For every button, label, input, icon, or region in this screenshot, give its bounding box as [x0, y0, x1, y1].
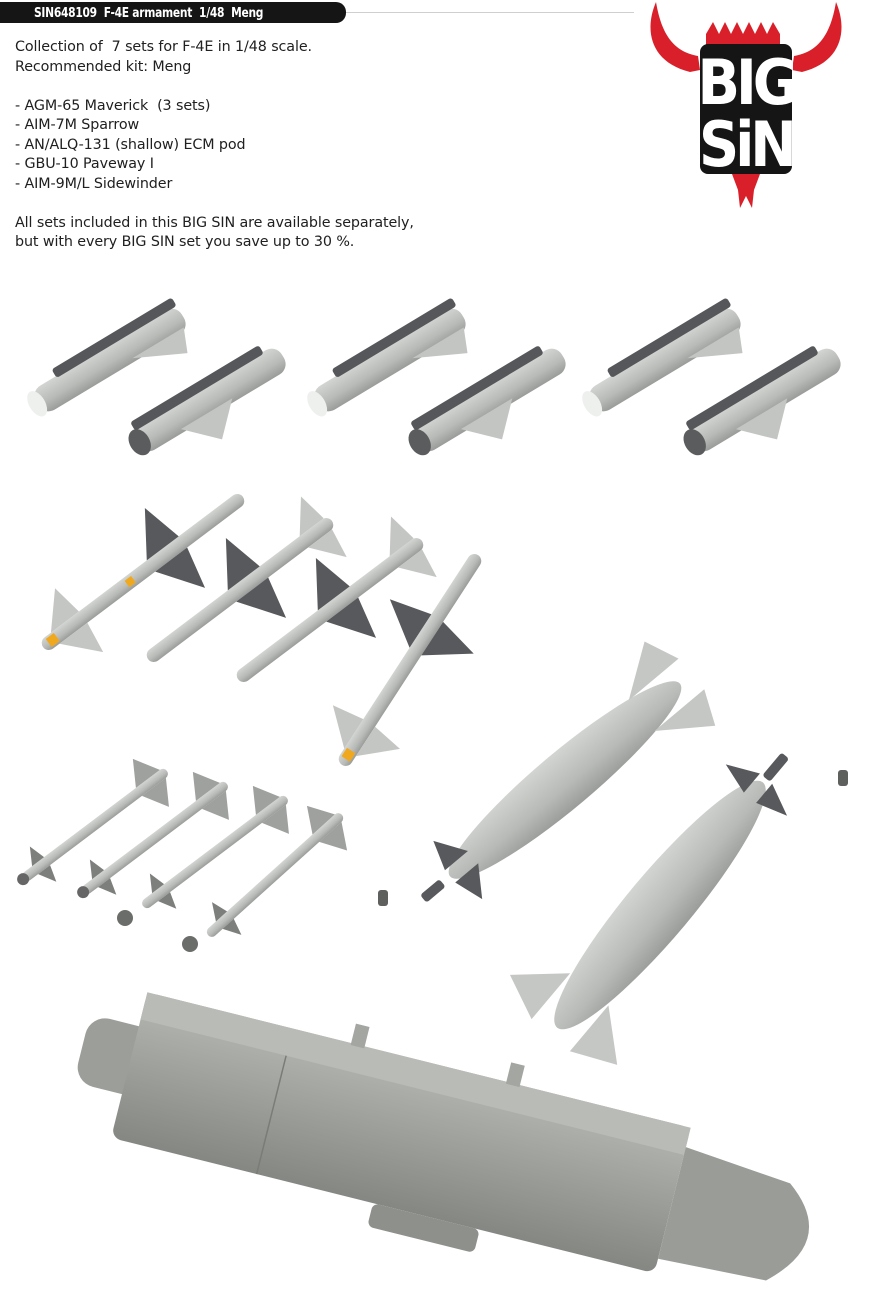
horns-icon — [650, 2, 842, 72]
savings-note: All sets included in this BIG SIN are av… — [15, 214, 414, 231]
contents-item: - AGM-65 Maverick (3 sets) — [15, 97, 211, 114]
intro-line: Collection of 7 sets for F-4E in 1/48 sc… — [15, 39, 312, 55]
sidewinder-group — [17, 758, 348, 952]
product-title-bar: SIN648109 F-4E armament 1/48 Meng — [0, 2, 346, 23]
sparrow-group — [41, 493, 482, 766]
contents-item: - AN/ALQ-131 (shallow) ECM pod — [15, 136, 246, 153]
maverick-group — [27, 298, 841, 456]
contents-item: - AIM-7M Sparrow — [15, 117, 140, 133]
product-description: Collection of 7 sets for F-4E in 1/48 sc… — [15, 38, 414, 253]
product-title: SIN648109 F-4E armament 1/48 Meng — [34, 4, 264, 21]
savings-note: but with every BIG SIN set you save up t… — [15, 234, 355, 250]
contents-item: - AIM-9M/L Sidewinder — [15, 175, 173, 192]
recommended-kit: Recommended kit: Meng — [15, 58, 192, 75]
big-sin-logo: BIG SiN — [650, 2, 842, 208]
logo-text-big: BIG — [697, 46, 794, 119]
title-divider — [346, 12, 634, 13]
logo-text-sin: SiN — [699, 108, 793, 181]
logo-tongue-icon — [732, 174, 760, 208]
contents-item: - GBU-10 Paveway I — [15, 156, 154, 172]
product-renders — [17, 298, 848, 1281]
crown-icon — [706, 22, 780, 46]
paveway-group — [378, 641, 848, 1065]
ecm-pod — [77, 992, 810, 1281]
